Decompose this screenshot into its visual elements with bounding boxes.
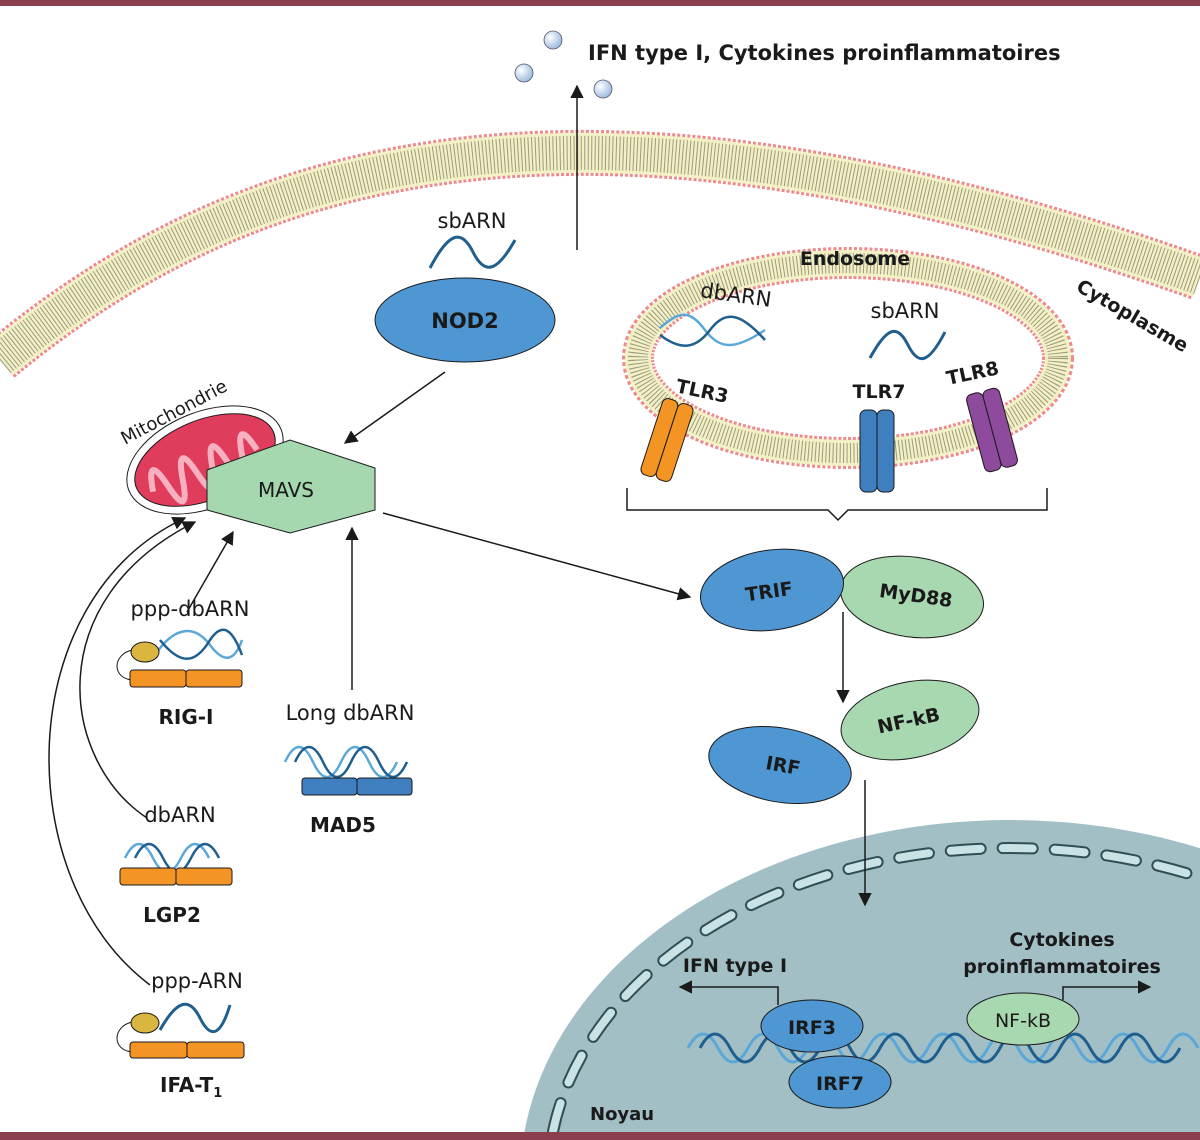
tlr8-label: TLR8 (944, 357, 1000, 390)
irf3-protein (760, 999, 864, 1053)
rig-i-protein (185, 669, 243, 688)
adaptor-cascade: MyD88 TRIF NF-kB IRF (699, 548, 985, 907)
ifn-output-label: IFN type I (683, 955, 787, 977)
irf3-label: IRF3 (788, 1017, 836, 1039)
cytokine-output-label-1: Cytokines (1009, 929, 1114, 951)
ssrna-icon (428, 235, 517, 269)
ssrna-icon (868, 329, 947, 361)
tlr8-receptor (966, 387, 1018, 473)
mad5-group: Long dbARN MAD5 (283, 526, 415, 837)
lgp2-to-mavs-arrow (79, 521, 197, 819)
ifit1-to-mavs-arrow (48, 517, 187, 986)
cytokine-particle-icon (593, 79, 613, 99)
cytokine-particle-icon (543, 30, 563, 50)
nfkb-protein (840, 679, 980, 761)
mavs-protein (206, 439, 376, 534)
nod2-ligand-label: sbARN (438, 209, 507, 233)
bottom-frame-bar (0, 1132, 1200, 1140)
tlr7-receptor (859, 409, 895, 493)
endosome-label: Endosome (800, 248, 910, 270)
triphosphate-icon (130, 641, 160, 663)
cytokine-transcription-arrow (1062, 980, 1152, 1000)
ifit1-protein (186, 1041, 245, 1059)
nucleus (524, 820, 1200, 1138)
nuclear-nfkb-protein (966, 992, 1080, 1046)
triphosphate-icon (130, 1012, 160, 1034)
mad5-ligand-label: Long dbARN (286, 701, 415, 725)
nod2-label: NOD2 (431, 309, 498, 333)
trif-protein (699, 548, 845, 632)
endosome-ssrna-label: sbARN (871, 299, 940, 323)
lgp2-protein (175, 867, 233, 886)
dsrna-icon (659, 315, 766, 347)
cytokine-particle-icon (514, 63, 534, 83)
nuclear-nfkb-label: NF-kB (995, 1010, 1051, 1032)
nod2-group: sbARN NOD2 (343, 209, 556, 444)
mad5-protein (356, 777, 413, 796)
nod2-protein (374, 277, 556, 363)
tlr3-receptor (640, 398, 694, 482)
long-dsrna-icon (293, 745, 409, 779)
mavs-label: MAVS (258, 478, 314, 502)
lgp2-group: dbARN LGP2 (79, 521, 233, 927)
plasma-membrane (0, 129, 1200, 378)
irf-protein (708, 725, 852, 805)
ifit1-group: ppp-ARN IFA-T1 (48, 517, 245, 1101)
tlr-bracket (626, 488, 1048, 522)
top-frame-bar (0, 0, 1200, 6)
nucleus-contents: IFN type I Cytokines proinflammatoires I… (590, 929, 1200, 1125)
rig-i-to-mavs-arrow (186, 530, 234, 613)
mad5-label: MAD5 (310, 813, 376, 837)
endosome-membrane (622, 247, 1074, 469)
ifit1-ligand-label: ppp-ARN (151, 969, 243, 993)
mavs-to-trif-arrow (382, 512, 692, 601)
lgp2-label: LGP2 (143, 903, 201, 927)
endosome-contents: dbARN sbARN TLR3 TLR7 TLR8 (626, 278, 1048, 522)
lgp2-ligand-label: dbARN (144, 803, 215, 827)
cytokine-output-label-2: proinflammatoires (963, 956, 1161, 978)
rig-i-ligand-label: ppp-dbARN (131, 597, 250, 621)
nod2-to-mavs-arrow (343, 371, 446, 444)
secreted-cytokines: IFN type I, Cytokines proinflammatoires (514, 30, 1061, 250)
dsrna-icon (159, 628, 244, 660)
irf7-protein (788, 1055, 892, 1109)
irf7-label: IRF7 (816, 1073, 864, 1095)
nucleus-label: Noyau (590, 1104, 654, 1125)
rig-i-label: RIG-I (159, 705, 214, 729)
ifit1-label: IFA-T1 (160, 1073, 222, 1101)
tlr7-label: TLR7 (853, 381, 906, 403)
rig-i-group: ppp-dbARN RIG-I (116, 530, 250, 729)
mitochondria-mavs: Mitochondrie MAVS (117, 376, 692, 601)
ssrna-icon (158, 1002, 232, 1034)
secretion-label: IFN type I, Cytokines proinflammatoires (588, 41, 1061, 65)
ifn-transcription-arrow (678, 980, 779, 1005)
